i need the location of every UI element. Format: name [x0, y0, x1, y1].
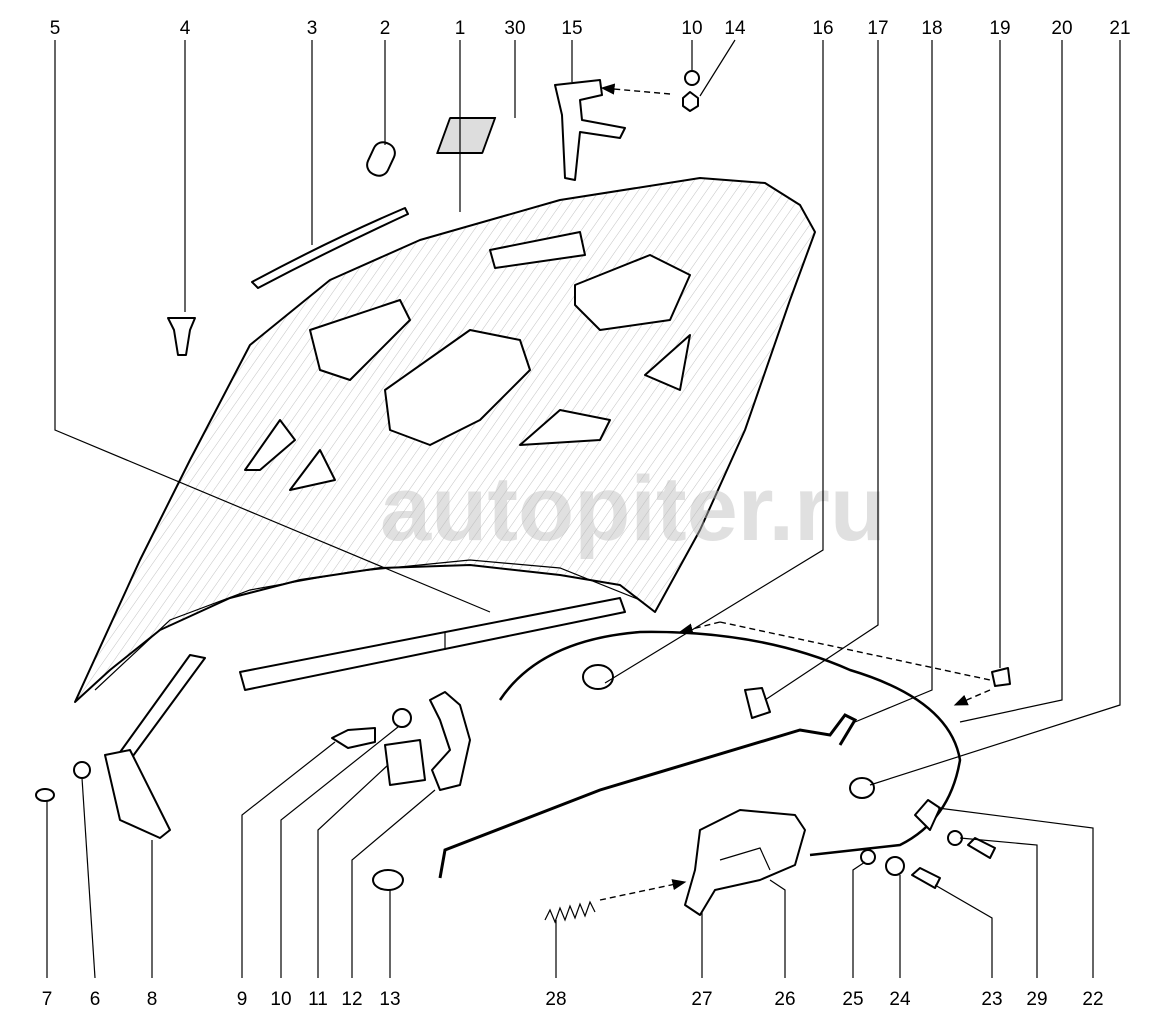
callout-16: 16 [812, 18, 833, 39]
hook-bracket [554, 79, 626, 181]
callout-13: 13 [379, 989, 400, 1010]
hood-lock [684, 809, 806, 916]
callout-18: 18 [921, 18, 942, 39]
callout-17: 17 [867, 18, 888, 39]
callout-19: 19 [989, 18, 1010, 39]
callout-28: 28 [545, 989, 566, 1010]
hood-hook [429, 691, 471, 791]
callout-23: 23 [981, 989, 1002, 1010]
callout-21: 21 [1109, 18, 1130, 39]
clip [991, 667, 1011, 687]
callout-20: 20 [1051, 18, 1072, 39]
washer [860, 849, 876, 865]
callout-1: 1 [455, 18, 466, 39]
release-cable [498, 630, 962, 857]
bolt [331, 727, 376, 749]
washer [684, 70, 700, 86]
bolt [967, 837, 996, 859]
callout-4: 4 [180, 18, 191, 39]
callout-29: 29 [1026, 989, 1047, 1010]
callout-8: 8 [147, 989, 158, 1010]
callout-27: 27 [691, 989, 712, 1010]
callout-5: 5 [50, 18, 61, 39]
striker-plate [384, 739, 426, 786]
bolt [911, 867, 941, 889]
cable-bracket [914, 799, 941, 831]
hood-panel [74, 177, 816, 703]
callout-3: 3 [307, 18, 318, 39]
grommet [35, 788, 55, 802]
grommet [849, 777, 875, 799]
callout-26: 26 [774, 989, 795, 1010]
watermark: autopiter.ru [380, 458, 886, 560]
callout-25: 25 [842, 989, 863, 1010]
callout-10: 10 [681, 18, 702, 39]
callout-14: 14 [724, 18, 746, 39]
hood-seal-strip [239, 597, 626, 691]
spring [544, 900, 596, 924]
hood-prop-rod [104, 654, 206, 839]
hood-bumper [167, 317, 196, 356]
clip-part [366, 141, 396, 177]
washer [73, 761, 91, 779]
callouts-top: 5 4 3 2 1 30 15 10 14 16 17 18 19 20 21 [50, 18, 1131, 39]
callout-2: 2 [380, 18, 391, 39]
hood-front-seal [251, 207, 409, 289]
cable-clip [744, 687, 771, 719]
callout-30: 30 [504, 18, 525, 39]
callout-22: 22 [1082, 989, 1103, 1010]
callout-7: 7 [42, 989, 53, 1010]
label-plate [436, 117, 497, 154]
washer [947, 830, 963, 846]
release-rod [438, 713, 858, 879]
callout-10-bottom: 10 [270, 989, 291, 1010]
washer [392, 708, 412, 728]
leader-lines [46, 39, 1121, 979]
callouts-bottom: 7 6 8 9 10 11 12 13 28 27 26 25 24 23 29… [42, 989, 1104, 1010]
callout-11: 11 [308, 989, 328, 1010]
cable-grommet [582, 664, 614, 690]
callout-24: 24 [889, 989, 911, 1010]
callout-12: 12 [341, 989, 362, 1010]
callout-6: 6 [90, 989, 101, 1010]
callout-9: 9 [237, 989, 248, 1010]
nut [682, 91, 699, 112]
callout-15: 15 [561, 18, 582, 39]
plug [372, 869, 404, 891]
washer [885, 856, 905, 876]
